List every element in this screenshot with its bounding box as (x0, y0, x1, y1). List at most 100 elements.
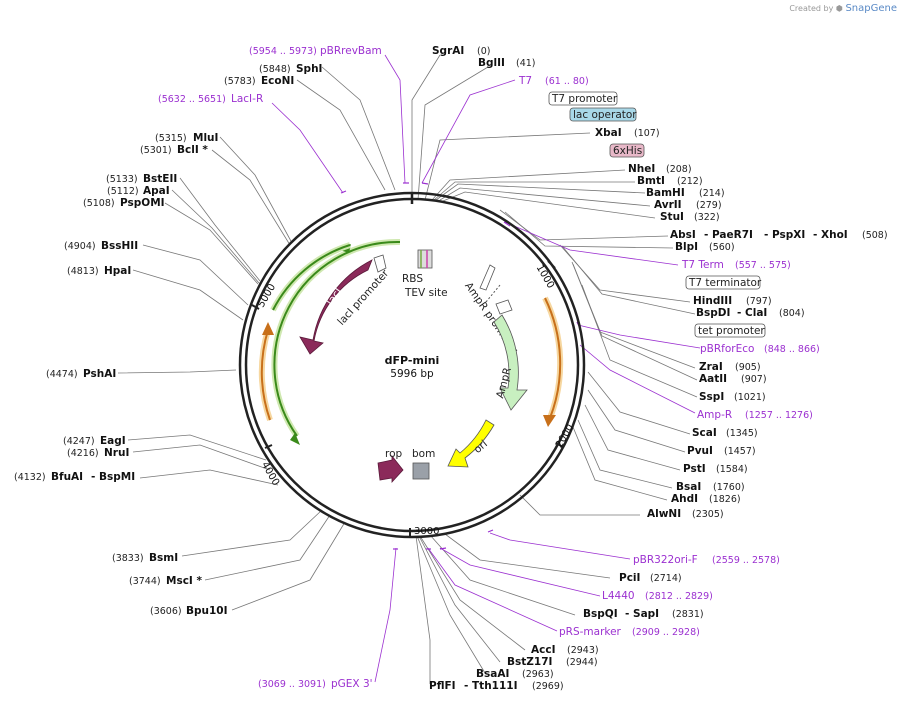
primer-t7-range: (61 .. 80) (545, 76, 589, 87)
enzyme-sapi[interactable]: - SapI (625, 608, 659, 620)
enzyme-bspmi[interactable]: - BspMI (91, 471, 135, 483)
enzyme-econi-pos: (5783) (224, 76, 256, 87)
enzyme-pshai[interactable]: PshAI (83, 368, 116, 380)
enzyme-bspdi[interactable]: BspDI (696, 307, 730, 319)
enzyme-bsmi[interactable]: BsmI (149, 552, 178, 564)
enzyme-bcli[interactable]: BclI * (177, 144, 208, 156)
enzyme-alwni[interactable]: AlwNI (647, 508, 681, 520)
enzyme-apai[interactable]: ApaI (143, 185, 170, 197)
ampr-promoter-feature[interactable] (479, 264, 496, 291)
enzyme-clai[interactable]: - ClaI (737, 307, 767, 319)
enzyme-bsshii-pos: (4904) (64, 241, 96, 252)
enzyme-pcii[interactable]: PciI (619, 572, 640, 584)
enzyme-bmti[interactable]: BmtI (637, 175, 665, 187)
orf-laci2-arc (272, 244, 351, 311)
enzyme-bstz17i[interactable]: BstZ17I (507, 656, 552, 668)
enzyme-hindiii-pos: (797) (746, 296, 772, 307)
enzyme-pspomi[interactable]: PspOMI (120, 197, 165, 209)
laci-promoter-feature[interactable] (373, 254, 387, 273)
enzyme-psti[interactable]: PstI (683, 463, 706, 475)
enzyme-absi[interactable]: AbsI (670, 229, 696, 241)
enzyme-blpi[interactable]: BlpI (675, 241, 698, 253)
enzyme-stui[interactable]: StuI (660, 211, 684, 223)
enzyme-eagi[interactable]: EagI (100, 435, 126, 447)
enzyme-sgrai[interactable]: SgrAI (432, 45, 464, 57)
laci-promoter-label: lacI promoter (335, 267, 391, 328)
enzyme-xbai[interactable]: XbaI (595, 127, 622, 139)
enzyme-sspi[interactable]: SspI (699, 391, 724, 403)
enzyme-bpu10i-pos: (3606) (150, 606, 182, 617)
enzyme-bpu10i[interactable]: Bpu10I (186, 605, 228, 617)
primer-leader-lines (271, 54, 701, 683)
enzyme-hpai[interactable]: HpaI (104, 265, 131, 277)
primer-prs-marker[interactable]: pRS-marker (559, 626, 622, 638)
lac-operator-label: lac operator (573, 109, 637, 121)
primer-t7[interactable]: T7 (518, 75, 532, 87)
enzyme-sphi-pos: (5848) (259, 64, 291, 75)
enzyme-bamhi[interactable]: BamHI (646, 187, 685, 199)
enzyme-ahdi-pos: (1826) (709, 494, 741, 505)
enzyme-bfuai[interactable]: BfuAI (51, 471, 83, 483)
primer-pgex3[interactable]: pGEX 3' (331, 678, 373, 690)
enzyme-stui-pos: (322) (694, 212, 720, 223)
primer-l4440[interactable]: L4440 (602, 590, 635, 602)
ampr-small-feature[interactable] (495, 299, 513, 315)
enzyme-pvui[interactable]: PvuI (687, 445, 713, 457)
tet-promoter-box[interactable] (694, 323, 766, 338)
enzyme-bsai[interactable]: BsaI (676, 481, 701, 493)
enzyme-bmti-pos: (212) (677, 176, 703, 187)
enzyme-apai-pos: (5112) (107, 186, 139, 197)
primer-pbrrevbam-range: (5954 .. 5973) (249, 46, 317, 57)
rop-feature[interactable] (377, 454, 404, 484)
primer-amp-r-range: (1257 .. 1276) (745, 410, 813, 421)
enzyme-econi[interactable]: EcoNI (261, 75, 294, 87)
enzyme-pflfi[interactable]: PflFI (429, 680, 456, 692)
6xhis-box[interactable] (609, 143, 645, 158)
enzyme-hindiii[interactable]: HindIII (693, 295, 732, 307)
t7-promoter-box[interactable] (548, 91, 618, 106)
primer-amp-r[interactable]: Amp-R (697, 409, 732, 421)
enzyme-bspqi[interactable]: BspQI (583, 608, 618, 620)
primer-laci-r[interactable]: LacI-R (231, 93, 263, 105)
rop-label: rop (385, 448, 403, 460)
enzyme-paer7i[interactable]: - PaeR7I (704, 229, 753, 241)
enzyme-scai[interactable]: ScaI (692, 427, 717, 439)
primer-t7-term[interactable]: T7 Term (681, 259, 724, 271)
enzyme-ahdi[interactable]: AhdI (671, 493, 698, 505)
rbs-tev-block[interactable] (417, 249, 433, 269)
enzyme-zrai[interactable]: ZraI (699, 361, 723, 373)
primer-pbr322ori-f[interactable]: pBR322ori-F (633, 554, 698, 566)
plasmid-name: dFP-mini (385, 354, 440, 367)
enzyme-nrui[interactable]: NruI (104, 447, 129, 459)
enzyme-aatii[interactable]: AatII (699, 373, 727, 385)
enzyme-sgrai-pos: (0) (477, 46, 490, 57)
orf-left-arc (260, 329, 271, 421)
enzyme-tth111i[interactable]: - Tth111I (464, 680, 518, 692)
enzyme-bsshii[interactable]: BssHII (101, 240, 138, 252)
enzyme-xbai-pos: (107) (634, 128, 660, 139)
t7-terminator-box[interactable] (685, 275, 761, 290)
bom-feature[interactable] (412, 462, 430, 480)
enzyme-avrii[interactable]: AvrII (654, 199, 682, 211)
primer-pbrrevbam[interactable]: pBRrevBam (320, 45, 382, 57)
enzyme-bglii[interactable]: BglII (478, 57, 505, 69)
enzyme-bsaai[interactable]: BsaAI (476, 668, 509, 680)
enzyme-pflfi-pos: (2969) (532, 681, 564, 692)
enzyme-acci[interactable]: AccI (531, 644, 555, 656)
orf-left-arrowhead (262, 322, 274, 335)
enzyme-sphi[interactable]: SphI (296, 63, 322, 75)
lac-operator-box[interactable] (569, 107, 637, 122)
plasmid-length: 5996 bp (390, 368, 434, 380)
enzyme-msci[interactable]: MscI * (166, 575, 202, 587)
enzyme-nhei[interactable]: NheI (628, 163, 655, 175)
primer-pbrforeco[interactable]: pBRforEco (700, 343, 754, 355)
ampr-feature[interactable] (493, 314, 528, 411)
enzyme-xhoi[interactable]: - XhoI (813, 229, 848, 241)
ori-feature[interactable] (447, 419, 495, 468)
enzyme-bcli-pos: (5301) (140, 145, 172, 156)
enzyme-pspxi[interactable]: - PspXI (764, 229, 805, 241)
laci-feature[interactable] (299, 259, 373, 355)
enzyme-nhei-pos: (208) (666, 164, 692, 175)
enzyme-mlui[interactable]: MluI (193, 132, 218, 144)
enzyme-bsteii[interactable]: BstEII (143, 173, 177, 185)
